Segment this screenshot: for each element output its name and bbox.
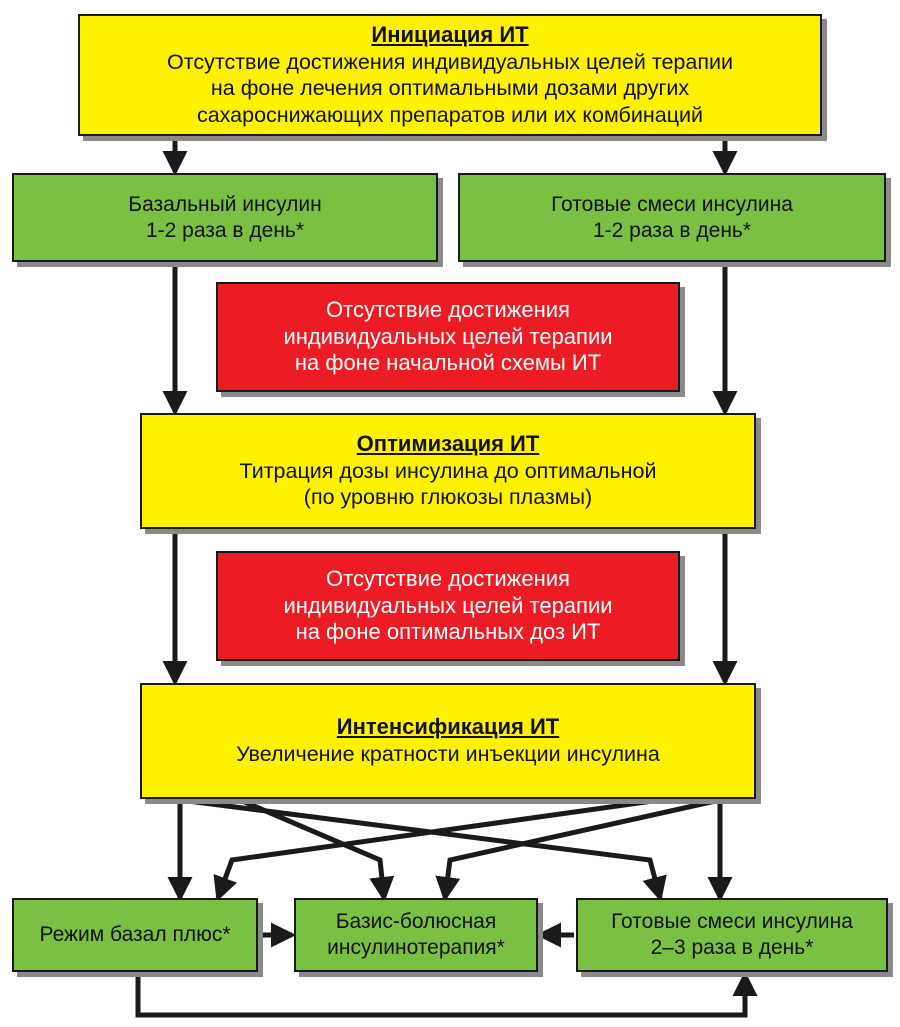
failure-2-line-2: индивидуальных целей терапии (283, 592, 613, 618)
optimization-line-1: Титрация дозы инсулина до оптимальной (239, 459, 657, 484)
failure-optimal-box: Отсутствие достижения индивидуальных цел… (216, 551, 680, 661)
premix-initial-box: Готовые смеси инсулина 1-2 раза в день* (458, 173, 886, 262)
failure-2-line-1: Отсутствие достижения (326, 565, 570, 591)
intensification-title: Интенсификация ИТ (336, 714, 560, 740)
premix-initial-line-1: Готовые смеси инсулина (551, 192, 793, 216)
arrow-intens-to-basal-plus-b (213, 797, 661, 902)
initiation-line-1: Отсутствие достижения индивидуальных цел… (167, 50, 733, 75)
basis-bolus-line-2: инсулинотерапия* (327, 936, 505, 959)
basal-line-2: 1-2 раза в день* (145, 218, 305, 242)
basal-insulin-box: Базальный инсулин 1-2 раза в день* (12, 173, 438, 262)
premix-intensive-line-2: 2–3 раза в день* (650, 936, 814, 959)
basis-bolus-box: Базис-болюсная инсулинотерапия* (294, 898, 538, 972)
failure-1-line-3: на фоне начальной схемы ИТ (294, 350, 602, 376)
optimization-title: Оптимизация ИТ (356, 431, 540, 457)
initiation-line-2: на фоне лечения оптимальными дозами друг… (210, 76, 690, 101)
basal-plus-line-1: Режим базал плюс* (39, 923, 231, 947)
intensification-line-1: Увеличение кратности инъекции инсулина (236, 742, 660, 767)
intensification-box: Интенсификация ИТ Увеличение кратности и… (140, 683, 756, 799)
arrow-basal-plus-to-premix-loop (135, 970, 758, 1018)
initiation-title: Инициация ИТ (371, 22, 529, 48)
optimization-box: Оптимизация ИТ Титрация дозы инсулина до… (140, 413, 756, 529)
premix-initial-line-2: 1-2 раза в день* (592, 218, 752, 242)
initiation-box: Инициация ИТ Отсутствие достижения индив… (78, 14, 822, 136)
premix-intensive-box: Готовые смеси инсулина 2–3 раза в день* (576, 898, 888, 972)
optimization-line-2: (по уровню глюкозы плазмы) (303, 485, 593, 510)
arrow-intens-to-premix-a (179, 797, 667, 902)
failure-2-line-3: на фоне оптимальных доз ИТ (295, 619, 601, 645)
initiation-line-3: сахароснижающих препаратов или их комбин… (196, 102, 704, 127)
failure-1-line-1: Отсутствие достижения (326, 296, 570, 322)
basal-plus-box: Режим базал плюс* (12, 898, 258, 972)
premix-intensive-line-1: Готовые смеси инсулина (611, 910, 853, 934)
basal-line-1: Базальный инсулин (128, 192, 322, 216)
arrow-intens-to-bolus-a (239, 797, 395, 902)
failure-initial-box: Отсутствие достижения индивидуальных цел… (216, 282, 680, 392)
arrow-intens-to-bolus-b (435, 797, 721, 902)
basis-bolus-line-1: Базис-болюсная (335, 910, 497, 934)
failure-1-line-2: индивидуальных целей терапии (283, 323, 613, 349)
